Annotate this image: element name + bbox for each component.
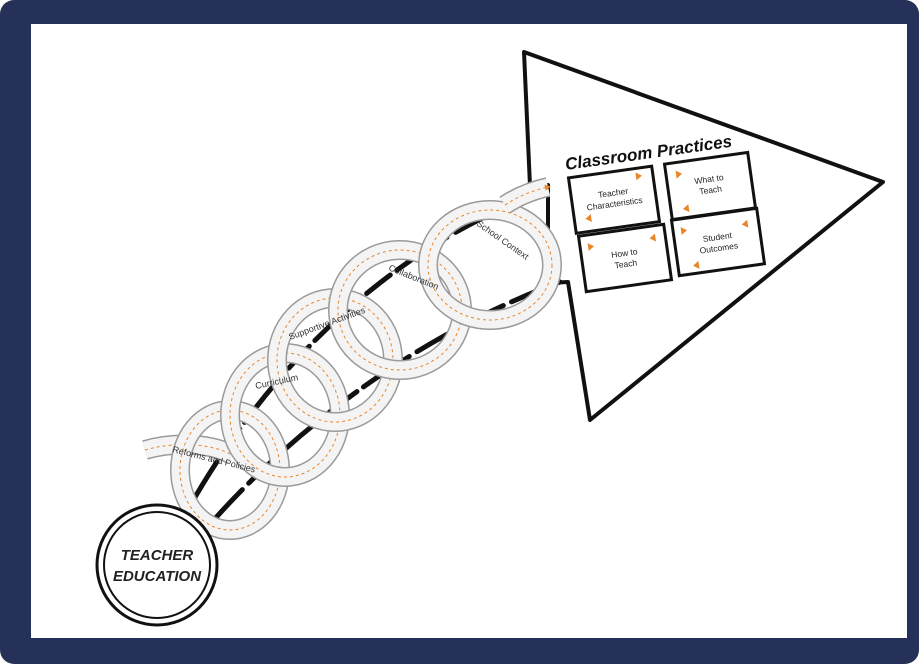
classroom-box-what-to-teach: What to Teach — [662, 150, 758, 222]
svg-text:What to: What to — [694, 172, 725, 186]
svg-text:How to: How to — [611, 246, 639, 260]
classroom-box-how-to-teach: How to Teach — [576, 222, 674, 294]
teacher-education-hub: TEACHER EDUCATION — [95, 503, 219, 627]
svg-text:Teach: Teach — [699, 183, 723, 196]
classroom-box-teacher-characteristics: Teacher Characteristics — [566, 164, 662, 235]
svg-text:EDUCATION: EDUCATION — [113, 568, 202, 585]
svg-text:Teach: Teach — [614, 257, 638, 270]
svg-text:TEACHER: TEACHER — [121, 547, 194, 564]
classroom-box-student-outcomes: Student Outcomes — [669, 206, 767, 278]
spiral-ribbon — [142, 177, 562, 540]
shaft-line-lower — [202, 279, 563, 533]
svg-text:Student: Student — [702, 230, 733, 244]
svg-text:Teacher: Teacher — [597, 186, 629, 200]
